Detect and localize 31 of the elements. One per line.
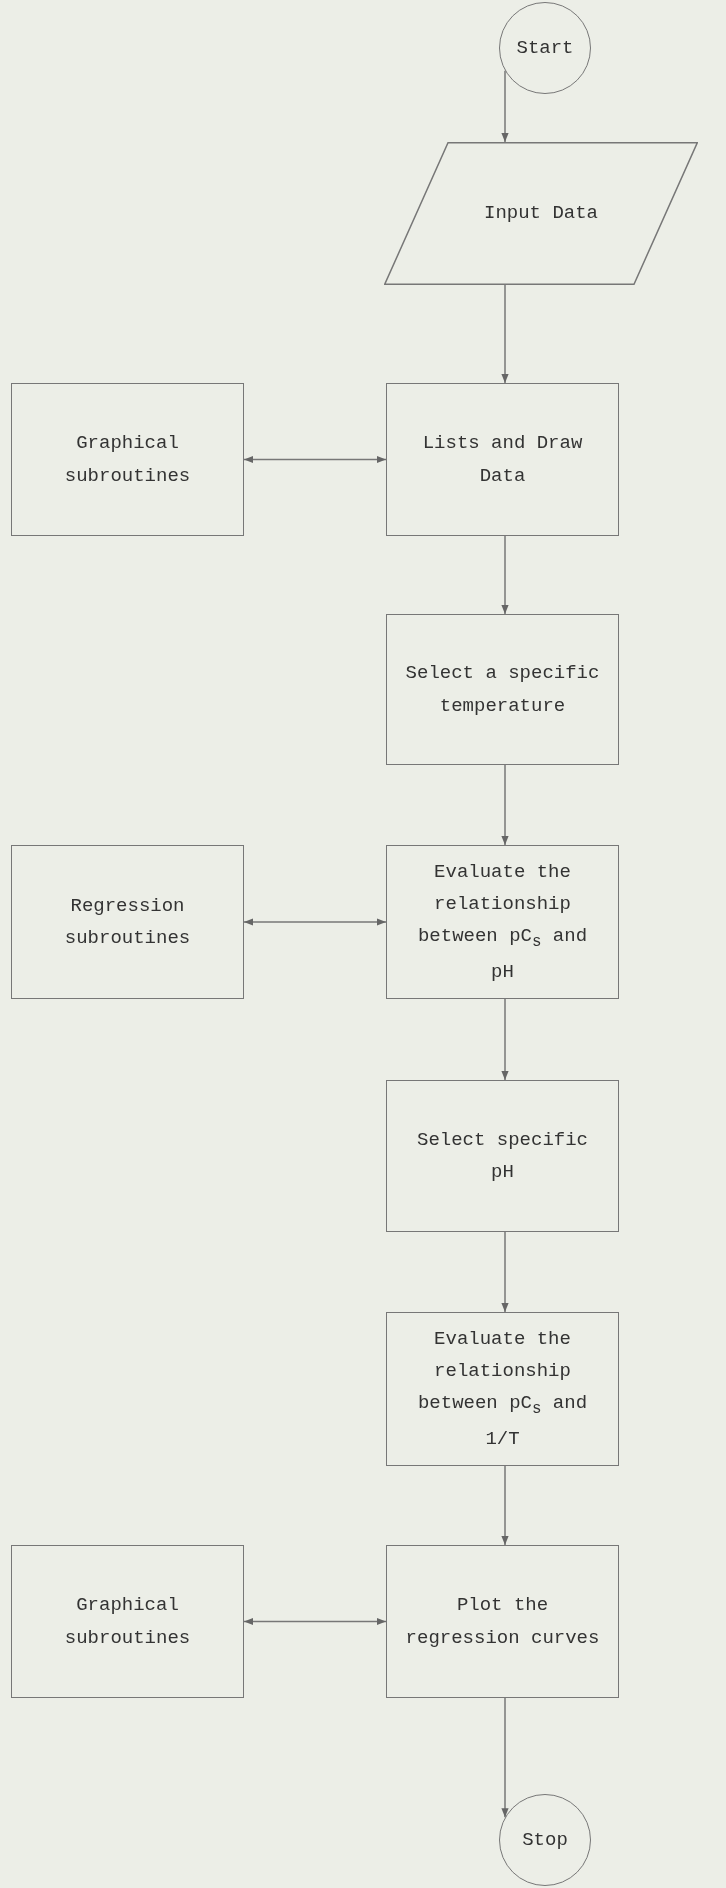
arrow [243, 1617, 387, 1626]
process-box [11, 383, 244, 536]
arrow [501, 535, 509, 615]
arrow [501, 284, 509, 384]
process-box [386, 1312, 619, 1466]
process-box [386, 1545, 619, 1698]
arrow [501, 764, 509, 846]
node-label: Graphical subroutines [63, 1593, 192, 1651]
node-label: Evaluate the relationship between pC$_{s}$ and pH [416, 859, 589, 985]
arrow [243, 455, 387, 464]
arrow [501, 1231, 509, 1313]
process-box [386, 845, 619, 999]
process-box [11, 845, 244, 999]
node-label: Lists and Draw Data [421, 431, 584, 489]
arrow [501, 998, 509, 1081]
node-label: Evaluate the relationship between pC$_{s}$ and 1/T [416, 1326, 589, 1452]
process-box [386, 614, 619, 765]
node-label: Plot the regression curves [404, 1593, 601, 1651]
arrow [243, 918, 387, 926]
process-box [11, 1545, 244, 1698]
process-box [386, 1080, 619, 1232]
node-label: Regression subroutines [63, 893, 192, 951]
process-box [386, 383, 619, 536]
input-parallelogram [384, 142, 698, 285]
node-label: Graphical subroutines [63, 431, 192, 489]
node-label: Input Data [484, 201, 598, 227]
node-label: Stop [522, 1827, 568, 1853]
arrow [501, 1465, 509, 1546]
node-label: Select specific pH [416, 1127, 589, 1185]
node-label: Select a specific temperature [404, 661, 601, 719]
node-label: Start [516, 35, 574, 61]
